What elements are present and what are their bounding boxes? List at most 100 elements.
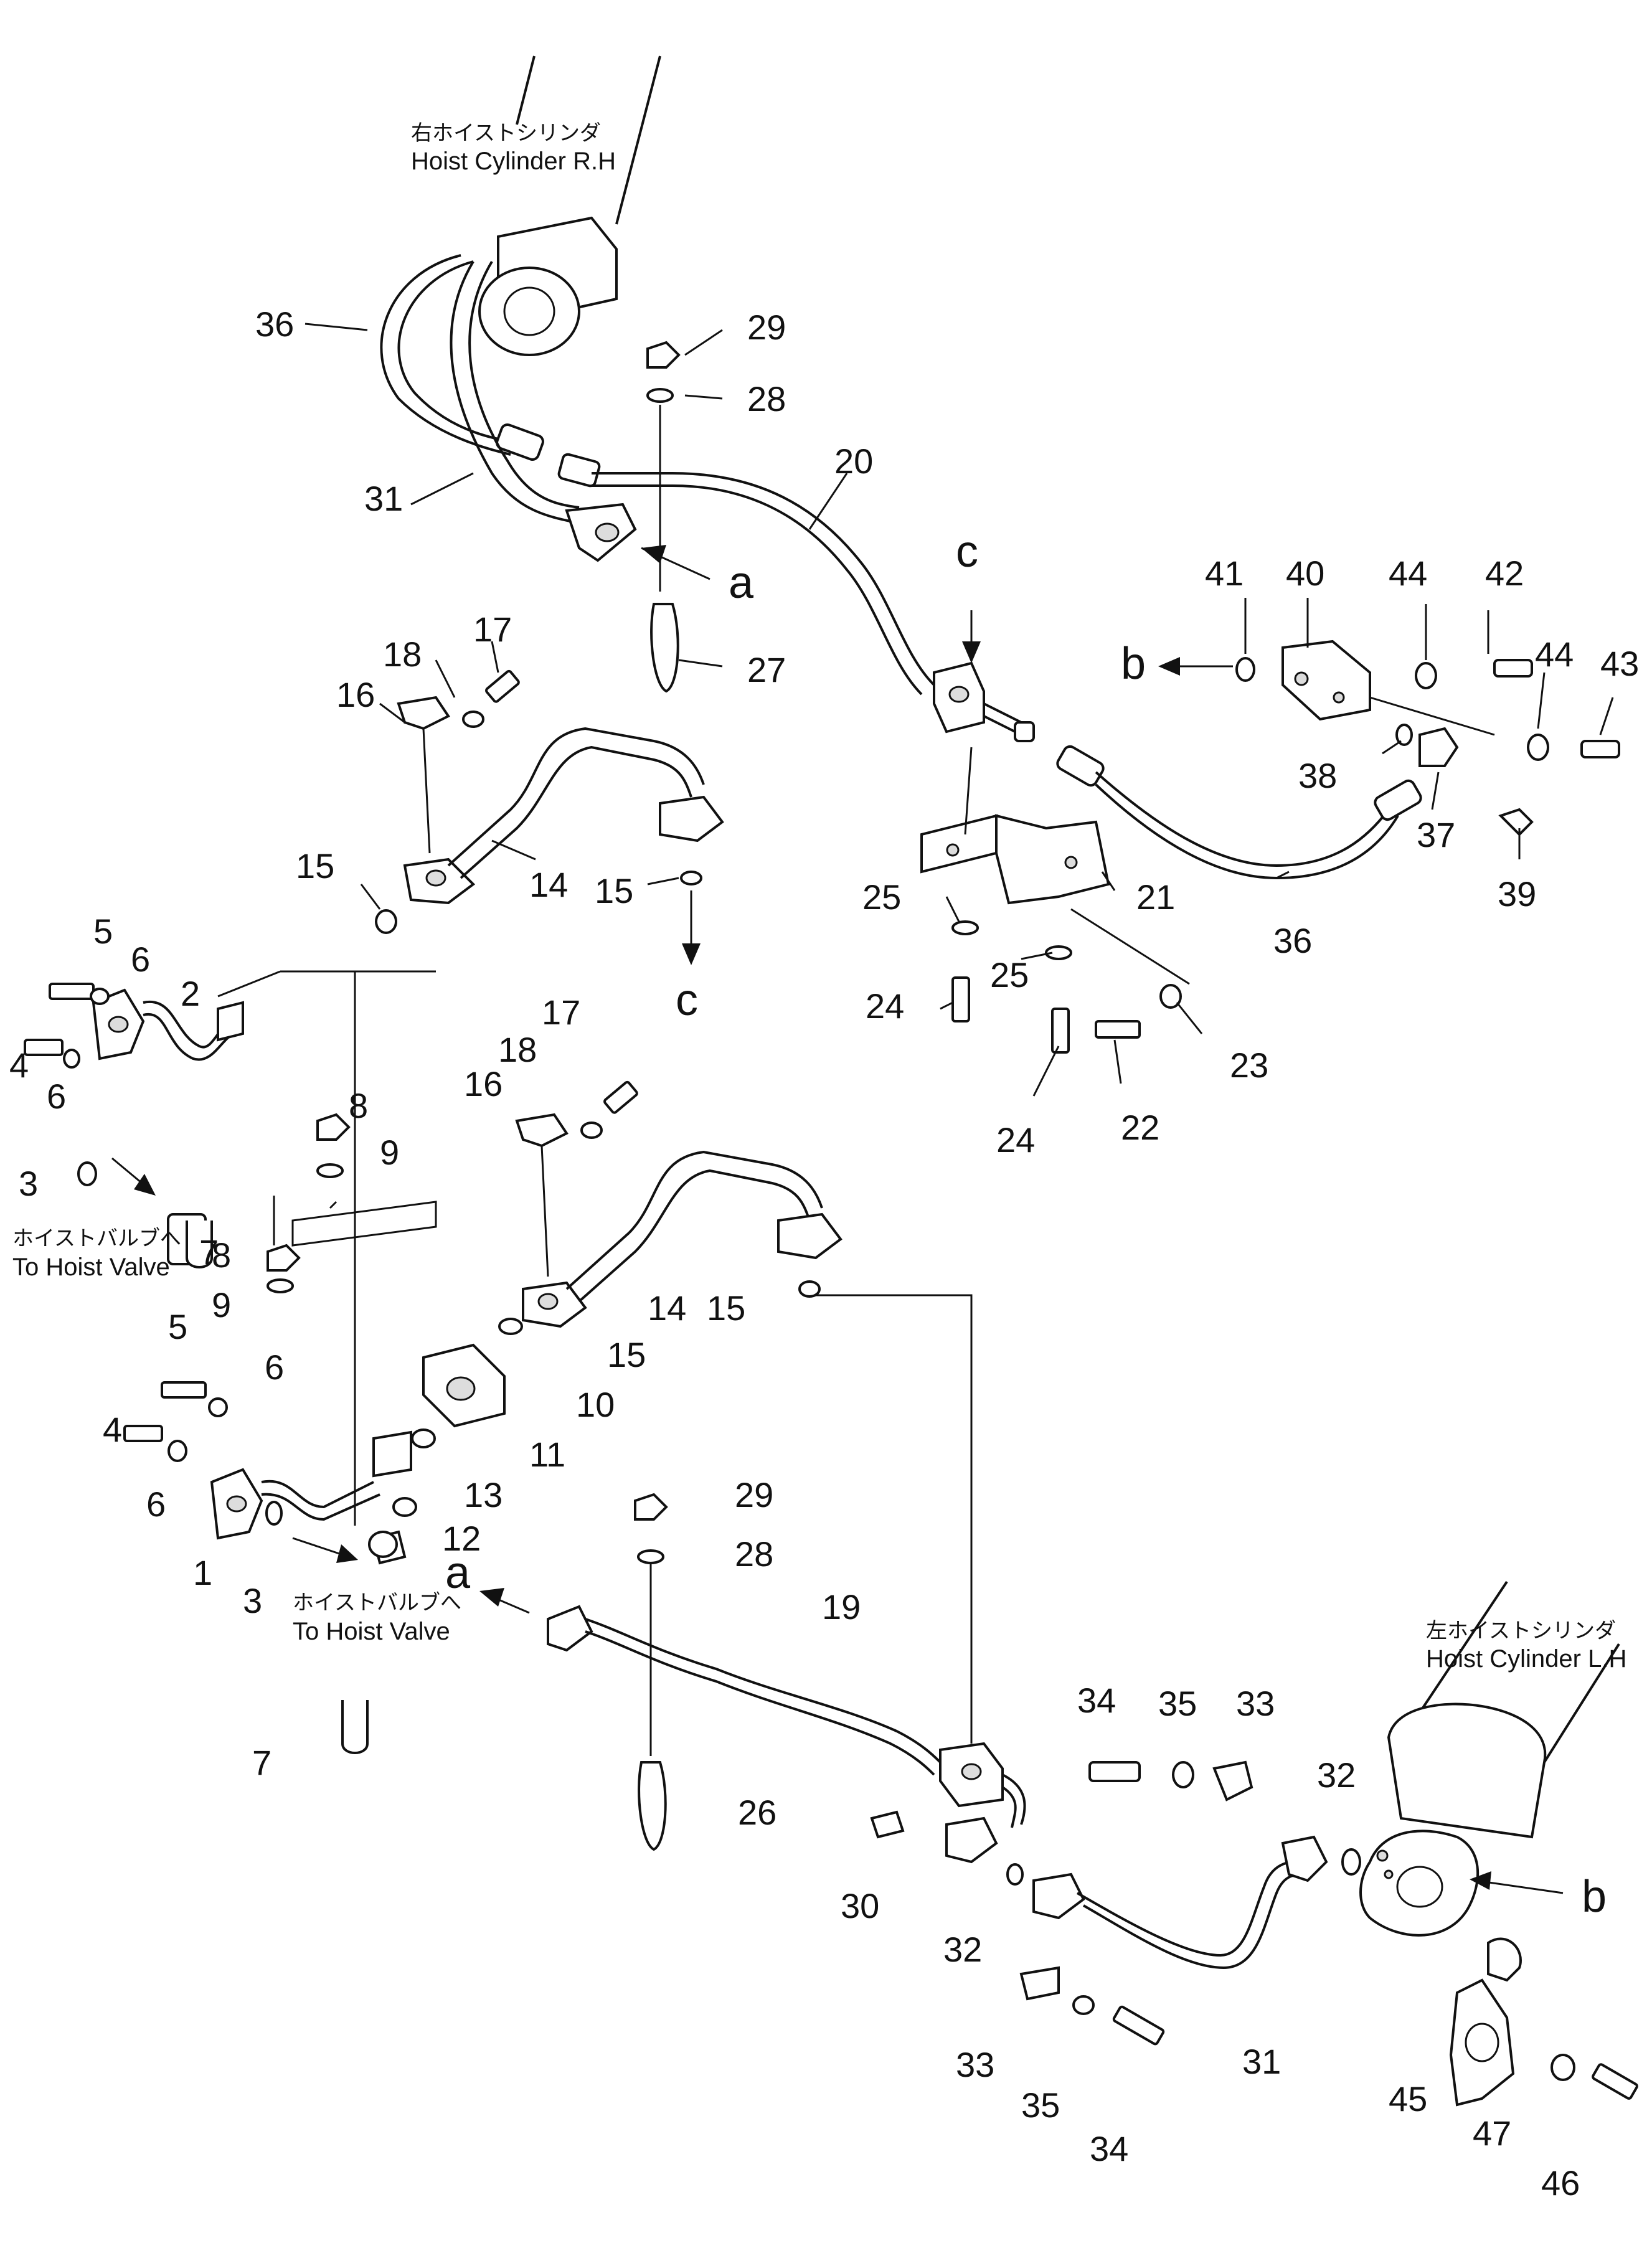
callout: 16: [464, 1064, 503, 1103]
hoist-cylinder-rh: [478, 55, 661, 356]
callout: 23: [1230, 1046, 1268, 1085]
callout: 34: [1090, 2129, 1128, 2168]
reference-arrows: [111, 545, 1564, 1894]
callout: 15: [296, 846, 334, 885]
pipe-1: [210, 1430, 412, 1565]
ref-letter-c-lower: c: [676, 975, 698, 1025]
hardware: [24, 341, 1638, 2100]
callout: 29: [747, 308, 786, 347]
block-40: [1281, 640, 1534, 836]
parts-drawing: [24, 55, 1638, 2107]
callout: 3: [19, 1164, 38, 1203]
caption-cylinder-rh-jp: 右ホイストシリンダ: [411, 121, 601, 145]
callout: 25: [862, 877, 901, 917]
callout: 17: [473, 610, 512, 649]
callout: 15: [607, 1335, 646, 1374]
callout: 29: [735, 1475, 773, 1514]
callout: 31: [364, 479, 403, 518]
callout: 12: [442, 1519, 481, 1558]
callout: 7: [252, 1743, 271, 1782]
callout: 36: [1273, 921, 1312, 960]
callout: 28: [747, 379, 786, 418]
callout: 36: [255, 305, 294, 344]
hose-36-right: [1056, 745, 1422, 880]
callout: 8: [349, 1086, 368, 1125]
callout: 6: [146, 1485, 166, 1524]
caption-cylinder-lh-en: Hoist Cylinder L.H: [1426, 1645, 1626, 1673]
reference-letters: a a b b c c: [445, 527, 1607, 1922]
caption-cylinder-rh-en: Hoist Cylinder R.H: [411, 148, 616, 175]
callout: 44: [1389, 554, 1427, 593]
pipe-31-lower: [1019, 1760, 1328, 2001]
callout: 37: [1417, 815, 1455, 854]
callout: 10: [576, 1385, 615, 1424]
callout: 35: [1158, 1684, 1197, 1723]
callout: 11: [529, 1435, 565, 1474]
callout: 17: [542, 993, 580, 1032]
callout: 18: [498, 1030, 537, 1069]
ref-letter-c-upper: c: [956, 527, 978, 577]
callout: 5: [93, 912, 113, 951]
callout: 16: [336, 675, 375, 714]
leader-lines: [304, 323, 1614, 1097]
callout: 38: [1298, 756, 1337, 795]
callout: 27: [747, 650, 786, 689]
callout: 21: [1136, 877, 1175, 917]
callout: 14: [648, 1288, 686, 1328]
callout: 33: [1236, 1684, 1275, 1723]
callout: 43: [1600, 644, 1639, 683]
callout: 9: [212, 1285, 231, 1325]
callout: 7: [199, 1232, 219, 1272]
captions: 右ホイストシリンダ Hoist Cylinder R.H 左ホイストシリンダ H…: [12, 121, 1626, 1673]
caption-cylinder-lh-jp: 左ホイストシリンダ: [1426, 1619, 1616, 1643]
hoist-cylinder-lh: [1359, 1580, 1620, 1937]
ref-letter-a-lower: a: [445, 1548, 471, 1598]
pipe-2: [92, 970, 436, 1061]
pipe-20: [557, 453, 1035, 742]
caption-to-hoist-valve-top-en: To Hoist Valve: [12, 1254, 170, 1281]
callout: 15: [595, 871, 633, 910]
callout: 28: [735, 1534, 773, 1574]
callout: 45: [1389, 2079, 1427, 2118]
callout: 1: [193, 1553, 212, 1592]
callout: 14: [529, 865, 568, 904]
callout: 32: [943, 1930, 982, 1969]
callout: 35: [1021, 2085, 1060, 2125]
ref-letter-b-upper: b: [1121, 639, 1146, 689]
callout: 9: [380, 1133, 399, 1172]
caption-to-hoist-valve-bottom-en: To Hoist Valve: [293, 1618, 450, 1645]
callout: 4: [103, 1410, 122, 1449]
callout: 4: [9, 1046, 29, 1085]
callout: 26: [738, 1793, 776, 1832]
guard-plate-45: [1449, 1937, 1522, 2107]
callout: 13: [464, 1475, 503, 1514]
callout: 33: [956, 2045, 994, 2084]
callout: 20: [834, 442, 873, 481]
ref-letter-b-lower: b: [1582, 1872, 1607, 1922]
callout: 44: [1535, 635, 1574, 674]
ref-letter-a-upper: a: [729, 558, 754, 608]
callout: 42: [1485, 554, 1524, 593]
callout: 31: [1242, 2042, 1281, 2081]
callout: 32: [1317, 1755, 1356, 1795]
callout-numbers: 36 29 28 31 20 27 17 18 16 14 15 15 41 4…: [9, 305, 1639, 2203]
callout: 40: [1286, 554, 1324, 593]
bracket-21: [920, 747, 1190, 985]
callout: 6: [265, 1348, 284, 1387]
callout: 19: [822, 1587, 861, 1627]
hose-31-upper: [450, 260, 637, 562]
callout: 6: [47, 1077, 66, 1116]
callout: 34: [1077, 1681, 1116, 1720]
callout: 15: [707, 1288, 745, 1328]
callout: 47: [1473, 2113, 1511, 2153]
block-10: [422, 1343, 506, 1428]
callout: 6: [131, 940, 150, 979]
pipe-19: [547, 1294, 1026, 1864]
caption-to-hoist-valve-top-jp: ホイストバルブへ: [12, 1227, 181, 1250]
callout: 39: [1498, 874, 1536, 914]
pipe-14-upper: [397, 696, 724, 905]
callout: 22: [1121, 1108, 1159, 1147]
callout: 3: [243, 1581, 262, 1620]
callout: 46: [1541, 2163, 1580, 2203]
